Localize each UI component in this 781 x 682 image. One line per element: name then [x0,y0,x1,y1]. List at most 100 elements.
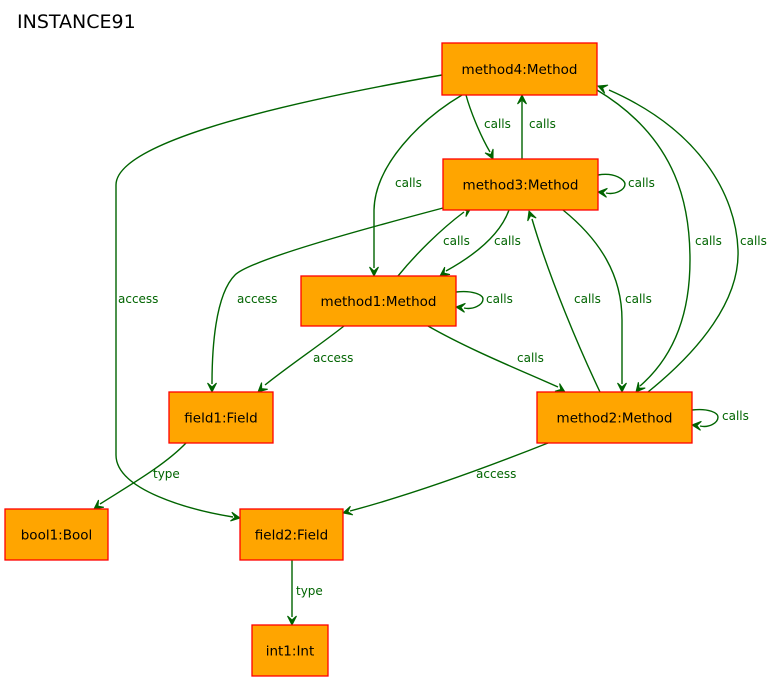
edge-label: calls [628,176,655,190]
node-box[interactable] [168,391,274,444]
arrowhead [341,505,354,516]
edge-line [455,290,484,310]
node-method4[interactable]: method4:Method [441,42,598,96]
edge-method1-to-method1: calls [454,290,513,313]
node-int1[interactable]: int1:Int [251,624,329,677]
edge-line [531,218,601,393]
edge-method1-to-method2: calls [427,325,566,393]
edge-label: calls [443,234,470,248]
node-label: method1:Method [321,294,437,310]
arrowhead [230,511,242,522]
arrowhead [454,302,466,313]
edge-label: calls [494,234,521,248]
edge-label: calls [517,351,544,365]
edge-method4-to-method1: calls [369,94,463,278]
node-method1[interactable]: method1:Method [300,275,457,327]
arrowhead [554,383,566,393]
edge-label: access [237,292,277,306]
edge-field1-to-bool1: type [93,442,187,510]
edge-method3-to-field1: access [207,207,444,394]
arrowhead [635,382,646,393]
edge-method2-to-method4: calls [596,84,767,393]
edge-label: calls [395,176,422,190]
node-box[interactable] [300,275,457,327]
node-box[interactable] [536,391,693,444]
arrowhead [596,187,608,198]
node-box[interactable] [442,158,599,211]
arrowhead [93,499,105,510]
node-method3[interactable]: method3:Method [442,158,599,211]
edge-line [691,408,719,428]
edge-label: calls [740,234,767,248]
edge-line [445,209,510,272]
edge-line [465,94,491,153]
node-label: method2:Method [557,411,673,427]
arrowhead [527,209,537,222]
node-label: method3:Method [463,178,579,194]
edges-layer: access calls calls calls calls calls calls acce… [93,74,767,627]
arrowhead [617,382,627,394]
edge-method2-to-method2: calls [690,408,749,431]
edge-label: calls [529,117,556,131]
edge-label: calls [695,234,722,248]
edge-method3-to-method4: calls [517,93,556,159]
arrowhead [257,382,268,393]
edge-label: calls [484,117,511,131]
node-box[interactable] [441,42,598,96]
edge-method4-to-field2: access [115,74,443,522]
edge-method2-to-field2: access [341,442,549,516]
edge-method3-to-method2: calls [562,209,652,394]
nodes-layer: method4:Method method3:Method method1:Meth… [4,42,693,677]
edge-label: access [476,467,516,481]
edge-method4-to-method2: calls [596,89,722,393]
edge-method2-to-method3: calls [527,209,601,393]
edge-line [349,442,549,512]
node-method2[interactable]: method2:Method [536,391,693,444]
arrowhead [517,93,527,105]
edge-line [562,209,623,384]
arrowhead [690,420,702,431]
edge-method1-to-field1: access [257,325,353,393]
edge-line [264,325,345,386]
edge-label: calls [486,292,513,306]
edge-line [99,442,187,505]
node-box[interactable] [239,508,344,561]
edge-line [115,74,443,518]
node-label: bool1:Bool [21,528,93,544]
edge-method3-to-method1: calls [439,209,521,277]
arrowhead [484,148,494,161]
node-label: int1:Int [266,644,315,660]
node-label: field1:Field [184,411,257,427]
edge-label: calls [722,409,749,423]
node-field1[interactable]: field1:Field [168,391,274,444]
arrowhead [439,266,451,277]
arrowhead [369,266,379,278]
edge-label: type [153,467,180,481]
edge-label: calls [625,292,652,306]
arrowhead [596,84,609,94]
edge-method3-to-method3: calls [596,173,655,198]
node-bool1[interactable]: bool1:Bool [4,508,109,561]
edge-method1-to-method3: calls [397,207,472,277]
edge-line [397,211,465,277]
edge-label: type [296,584,323,598]
edge-method4-to-method3: calls [465,94,511,161]
edge-line [597,173,626,195]
node-box[interactable] [251,624,329,677]
edge-line [373,94,463,268]
edge-line [596,89,691,387]
node-label: field2:Field [255,528,328,544]
edge-line [608,89,739,393]
edge-line [211,207,444,385]
node-label: method4:Method [462,62,578,78]
edge-label: calls [574,292,601,306]
arrowhead [287,615,297,627]
edge-label: access [118,292,158,306]
edge-field2-to-int1: type [287,560,323,627]
diagram-title: INSTANCE91 [17,11,136,33]
edge-label: access [313,351,353,365]
node-field2[interactable]: field2:Field [239,508,344,561]
node-box[interactable] [4,508,109,561]
edge-line [427,325,559,388]
